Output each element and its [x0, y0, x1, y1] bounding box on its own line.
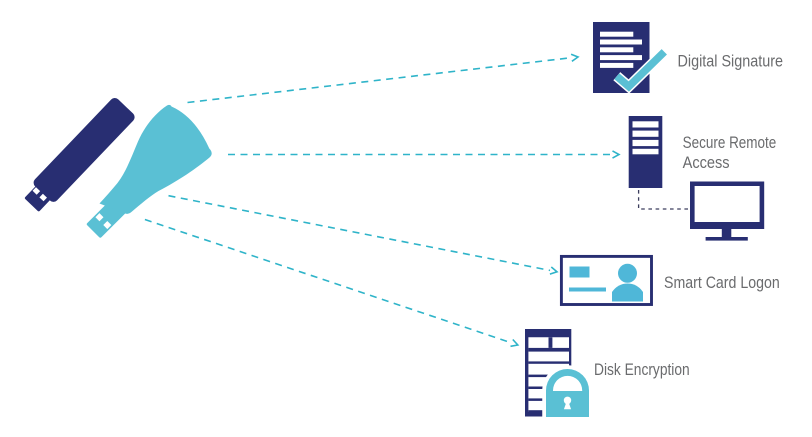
svg-text:Digital Signature: Digital Signature	[678, 52, 784, 71]
svg-text:Disk Encryption: Disk Encryption	[594, 360, 690, 379]
svg-text:Secure Remote: Secure Remote	[683, 133, 777, 152]
svg-text:Smart Card Logon: Smart Card Logon	[664, 273, 780, 292]
svg-text:Access: Access	[683, 153, 730, 172]
